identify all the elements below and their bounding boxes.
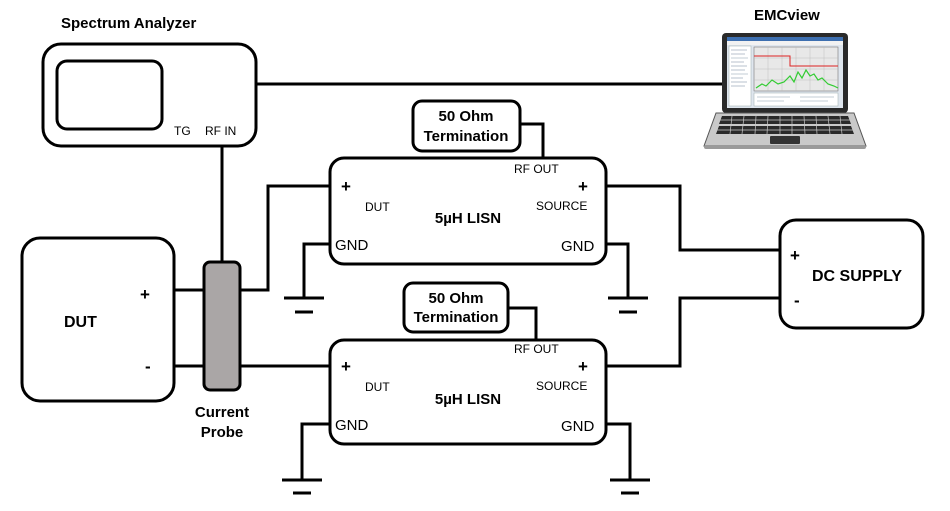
wire-gnd-top-right <box>606 242 630 297</box>
lisn-top-plus-right: + <box>578 177 588 196</box>
wire-lisn-top-to-dc-plus <box>606 184 780 252</box>
lisn-top-dut-label: DUT <box>365 200 390 214</box>
wire-gnd-bottom-left <box>300 422 330 479</box>
tg-port-label: TG <box>174 124 191 138</box>
emcview-title: EMCview <box>754 7 820 24</box>
dc-supply: + - DC SUPPLY <box>778 218 925 330</box>
app-spectrum-trace <box>755 68 839 89</box>
current-probe-label-line1: Current <box>195 404 249 421</box>
lisn-bottom-gnd-right: GND <box>561 418 595 435</box>
dut-minus: - <box>145 357 151 376</box>
lisn-bottom-gnd-left: GND <box>335 417 369 434</box>
lisn-bottom-plus-right: + <box>578 357 588 376</box>
dc-supply-label: DC SUPPLY <box>812 268 902 285</box>
lisn-top-title: 5µH LISN <box>435 210 501 227</box>
lisn-bottom-rf-out-label: RF OUT <box>514 342 559 356</box>
lisn-top-rf-out-label: RF OUT <box>514 162 559 176</box>
ground-icon <box>282 478 322 495</box>
dut-label: DUT <box>64 314 97 331</box>
emcview-laptop: EMCview <box>703 7 867 149</box>
wire-gnd-top-left <box>302 242 330 297</box>
ground-icon <box>284 296 324 314</box>
current-probe: Current Probe <box>195 260 249 441</box>
laptop-touchpad <box>770 136 800 144</box>
lisn-bottom-plus-left: + <box>341 357 351 376</box>
dut: DUT + - <box>20 236 176 403</box>
laptop-key-grid <box>716 115 854 135</box>
spectrum-analyzer: Spectrum Analyzer TG RF IN <box>41 15 258 148</box>
termination-bottom-line2: Termination <box>414 309 499 326</box>
termination-bottom: 50 Ohm Termination <box>402 281 510 334</box>
current-probe-label-line2: Probe <box>201 424 244 441</box>
rf-in-port-label: RF IN <box>205 124 236 138</box>
termination-bottom-line1: 50 Ohm <box>428 290 483 307</box>
wire-gnd-bottom-right <box>606 422 632 479</box>
lisn-top-source-label: SOURCE <box>536 199 587 213</box>
ground-symbols <box>282 296 650 495</box>
laptop-front-edge <box>704 145 866 149</box>
app-titlebar <box>727 37 843 41</box>
wire-termination-top <box>520 122 545 158</box>
app-status-area <box>753 92 839 107</box>
spectrum-analyzer-title: Spectrum Analyzer <box>61 15 196 32</box>
lisn-top-box <box>328 156 608 266</box>
ground-icon <box>610 478 650 495</box>
lisn-top: RF OUT + + DUT SOURCE 5µH LISN GND GND <box>328 156 608 266</box>
lisn-top-gnd-right: GND <box>561 238 595 255</box>
termination-top-box <box>411 99 522 153</box>
lisn-bottom-source-label: SOURCE <box>536 379 587 393</box>
wire-dut-plus-to-lisn-top <box>174 184 330 292</box>
ground-icon <box>608 296 648 314</box>
lisn-top-gnd-left: GND <box>335 237 369 254</box>
dc-supply-box <box>778 218 925 330</box>
termination-top: 50 Ohm Termination <box>411 99 522 153</box>
app-toolbar <box>727 41 843 45</box>
dc-supply-plus: + <box>790 246 800 265</box>
lisn-bottom: RF OUT + + DUT SOURCE 5µH LISN GND GND <box>328 338 608 446</box>
lisn-top-plus-left: + <box>341 177 351 196</box>
wire-lisn-bottom-to-dc-minus <box>606 296 780 368</box>
app-side-panel-lines <box>731 49 748 87</box>
app-side-panel <box>728 45 752 107</box>
spectrum-analyzer-screen <box>55 59 164 131</box>
dc-supply-minus: - <box>794 291 800 310</box>
app-status-lines <box>757 96 834 102</box>
lisn-bottom-title: 5µH LISN <box>435 391 501 408</box>
dut-plus: + <box>140 285 150 304</box>
wire-termination-bottom <box>508 306 538 340</box>
termination-top-line2: Termination <box>424 128 509 145</box>
dut-box <box>20 236 176 403</box>
termination-top-line1: 50 Ohm <box>438 108 493 125</box>
app-limit-line <box>754 55 838 67</box>
current-probe-body <box>202 260 242 392</box>
lisn-bottom-box <box>328 338 608 446</box>
termination-bottom-box <box>402 281 510 334</box>
lisn-bottom-dut-label: DUT <box>365 380 390 394</box>
